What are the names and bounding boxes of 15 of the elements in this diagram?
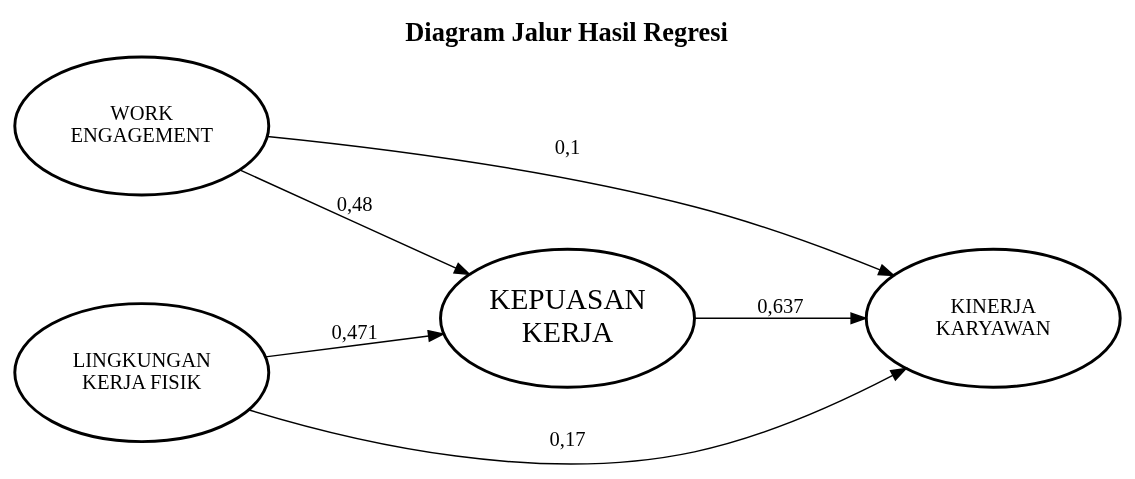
node-ellipse: KINERJA KARYAWAN bbox=[864, 247, 1122, 389]
edge-label: 0,48 bbox=[336, 192, 373, 215]
edge-label: 0,17 bbox=[549, 427, 586, 450]
arrow bbox=[239, 168, 472, 275]
edge-label: 0,1 bbox=[554, 135, 581, 158]
arrow bbox=[266, 135, 896, 276]
arrow bbox=[248, 367, 908, 465]
node-ellipse: WORK ENGAGEMENT bbox=[13, 55, 271, 196]
edge-label: 0,471 bbox=[331, 320, 378, 343]
edge-label: 0,637 bbox=[757, 294, 804, 317]
node-ellipse: LINGKUNGAN KERJA FISIK bbox=[13, 301, 271, 443]
node-ellipse: KEPUASAN KERJA bbox=[439, 247, 696, 389]
arrow bbox=[264, 329, 446, 358]
arrow bbox=[693, 311, 869, 324]
diagram-title: Diagram Jalur Hasil Regresi bbox=[405, 16, 728, 47]
